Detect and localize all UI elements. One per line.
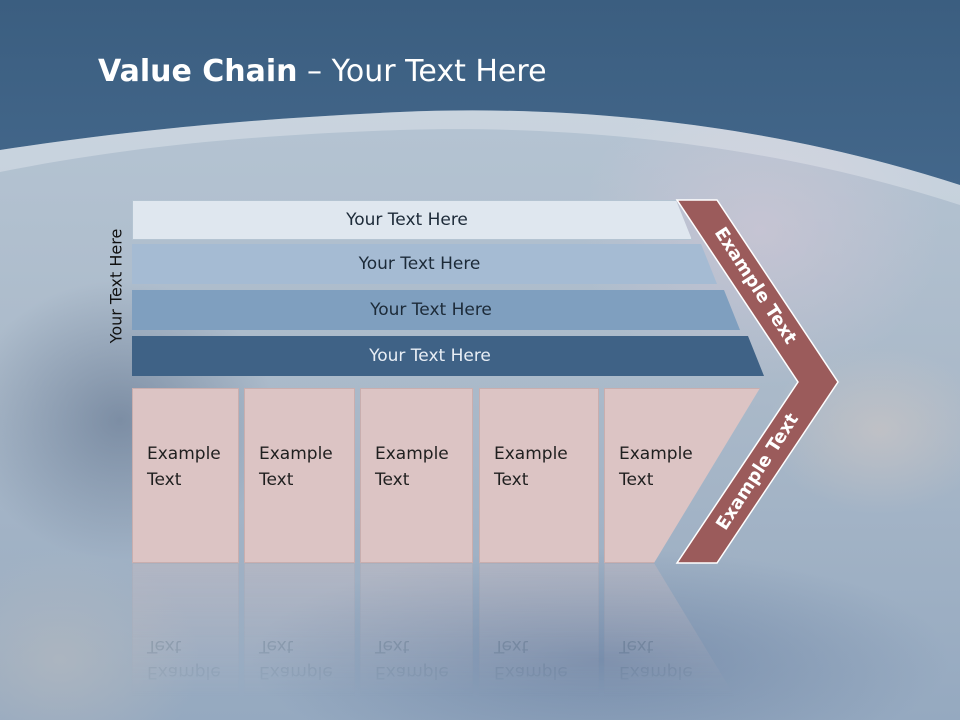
activity-box-3-line2: Text xyxy=(375,470,410,490)
activity-box-1-line2: Text xyxy=(147,470,182,490)
activity-box-3-line1: Example xyxy=(375,444,449,464)
activity-box-4: Example Text xyxy=(479,388,599,563)
value-row-3: Your Text Here xyxy=(132,290,740,330)
activity-box-3: Example Text xyxy=(360,388,473,563)
title-rest: – Your Text Here xyxy=(297,54,547,89)
activity-box-5-line1: Example xyxy=(619,444,693,464)
activity-box-5-line2: Text xyxy=(619,470,654,490)
activity-box-2: Example Text xyxy=(244,388,355,563)
value-row-1-label: Your Text Here xyxy=(346,210,468,230)
activity-box-1: Example Text xyxy=(132,388,239,563)
activity-box-2-line2: Text xyxy=(259,470,294,490)
value-row-2: Your Text Here xyxy=(132,244,717,284)
slide-title: Value Chain – Your Text Here xyxy=(98,54,547,89)
activity-box-1-line1: Example xyxy=(147,444,221,464)
activity-box-4-line1: Example xyxy=(494,444,568,464)
value-row-3-label: Your Text Here xyxy=(370,300,492,320)
chevron-shape xyxy=(675,199,839,564)
chevron-upper-label: Example Text xyxy=(710,224,801,349)
activity-box-4-line2: Text xyxy=(494,470,529,490)
title-bold: Value Chain xyxy=(98,54,298,89)
value-row-4: Your Text Here xyxy=(132,336,764,376)
value-row-4-label: Your Text Here xyxy=(369,346,491,366)
chevron-lower-label: Example Text xyxy=(712,409,803,534)
activity-box-2-line1: Example xyxy=(259,444,333,464)
value-row-1: Your Text Here xyxy=(132,200,692,240)
value-row-2-label: Your Text Here xyxy=(358,254,481,274)
